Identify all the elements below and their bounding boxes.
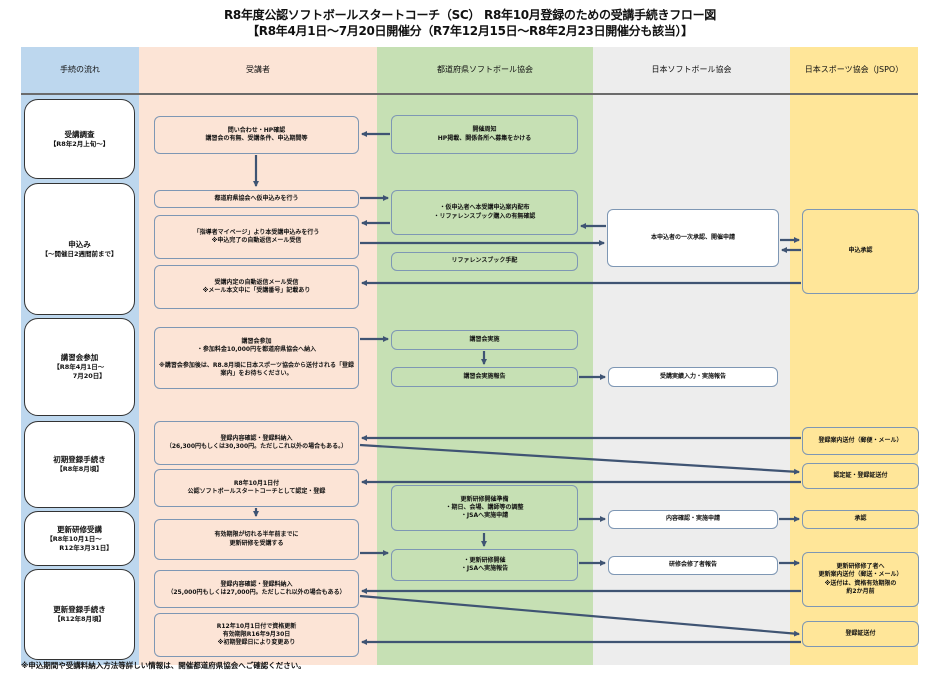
box-jspo-approve-renewal: 承認 — [802, 510, 919, 529]
box-registration-fee: 登録内容確認・登録料納入 （26,300円もしくは30,300円。ただしこれ以外… — [154, 421, 359, 465]
box-renewed: R12年10月1日付で資格更新 有効期限R16年9月30日 ※初期登録日により変… — [154, 613, 359, 657]
box-reference-book: リファレンスブック手配 — [391, 252, 578, 271]
lane-header-trainee: 受講者 — [246, 65, 270, 74]
box-course-report: 講習会実施報告 — [391, 367, 578, 387]
box-renew-before-expiry: 有効期限が切れる半年前までに 更新研修を受講する — [154, 519, 359, 560]
stage-period: 【R8年8月頃】 — [56, 465, 103, 474]
stage-period: 【R8年4月1日～ 7月20日】 — [53, 363, 106, 381]
box-renewal-prep: 更新研修開催準備 ・期日、会場、講師等の調整 ・JSAへ実施申請 — [391, 485, 578, 531]
stage-name: 更新登録手続き — [53, 605, 106, 615]
box-jspo-renewal-guide: 更新研修修了者へ 更新案内送付（郵送・メール） ※送付は、資格有効期限の 約2か… — [802, 552, 919, 607]
box-jspo-registration-send: 登録証送付 — [802, 621, 919, 647]
header-divider — [21, 93, 918, 95]
lane-header-procedure-flow: 手続の流れ — [60, 65, 100, 74]
stage-period: 【～開催日2週間前まで】 — [41, 249, 118, 258]
stage-application: 申込み 【～開催日2週間前まで】 — [24, 183, 135, 315]
lane-header-prefectural-association: 都道府県ソフトボール協会 — [437, 65, 533, 74]
box-jsa-check: 内容確認・実施申請 — [608, 510, 778, 529]
box-certified: R8年10月1日付 公認ソフトボールスタートコーチとして認定・登録 — [154, 469, 359, 507]
box-main-apply: 「指導者マイページ」より本受講申込みを行う ※申込完了の自動返信メール受信 — [154, 215, 359, 259]
box-jspo-registration-guide: 登録案内送付（郵便・メール） — [802, 427, 919, 455]
box-provisional-apply: 都道府県協会へ仮申込みを行う — [154, 190, 359, 208]
box-course-attend: 講習会参加 ・参加料金10,000円を都道府県協会へ納入 ※講習会参加後は、R8… — [154, 327, 359, 389]
diagram-title: R8年度公認ソフトボールスタートコーチ（SC） R8年10月登録のための受講手続… — [223, 8, 716, 22]
lane-header-japan-softball-association: 日本ソフトボール協会 — [651, 65, 732, 74]
stage-period: 【R8年10月1日～ R12年3月31日】 — [46, 534, 113, 552]
box-jsa-review: 本申込者の一次承認、開催申請 — [607, 209, 779, 267]
stage-renewal-training: 更新研修受講 【R8年10月1日～ R12年3月31日】 — [24, 511, 135, 566]
box-hold-course: 講習会実施 — [391, 330, 578, 350]
diagram-subtitle: 【R8年4月1日～7月20日開催分（R7年12月15日～R8年2月23日開催分も… — [247, 24, 693, 38]
stage-name: 申込み — [68, 239, 91, 249]
footer-note: ※申込期間や受講料納入方法等詳しい情報は、開催都道府県協会へご確認ください。 — [21, 661, 306, 670]
stage-renewal-registration: 更新登録手続き 【R12年8月頃】 — [24, 569, 135, 660]
stage-name: 更新研修受講 — [57, 524, 102, 534]
box-inquiry: 問い合わせ・HP確認 講習会の有無、受講条件、申込期間等 — [154, 116, 359, 154]
box-renewal-hold: ・更新研修開催 ・JSAへ実施報告 — [391, 549, 578, 581]
box-publicity: 開催周知 HP掲載、関係各所へ募集をかける — [391, 115, 578, 154]
stage-course-attendance: 講習会参加 【R8年4月1日～ 7月20日】 — [24, 318, 135, 416]
stage-name: 初期登録手続き — [53, 455, 106, 465]
stage-period: 【R8年2月上旬～】 — [49, 139, 110, 148]
stage-name: 受講調査 — [64, 129, 95, 139]
box-confirm-mail: 受講内定の自動返信メール受信 ※メール本文中に「受講番号」記載あり — [154, 265, 359, 309]
lane-header-jspo: 日本スポーツ協会（JSPO） — [804, 65, 904, 74]
stage-period: 【R12年8月頃】 — [53, 615, 106, 624]
box-jspo-approve: 申込承認 — [802, 209, 919, 294]
box-jsa-completion: 研修会修了者報告 — [608, 556, 778, 575]
box-jsa-input: 受講実績入力・実施報告 — [608, 367, 778, 387]
box-renewal-fee: 登録内容確認・登録料納入 （25,000円もしくは27,000円。ただしこれ以外… — [154, 570, 359, 608]
stage-name: 講習会参加 — [60, 353, 99, 363]
stage-initial-registration: 初期登録手続き 【R8年8月頃】 — [24, 421, 135, 508]
box-jspo-certificate-send: 認定証・登録証送付 — [802, 463, 919, 489]
stage-survey: 受講調査 【R8年2月上旬～】 — [24, 99, 135, 179]
box-pref-distribute: ・仮申込者へ本受講申込案内配布 ・リファレンスブック購入の有無確認 — [391, 190, 578, 235]
